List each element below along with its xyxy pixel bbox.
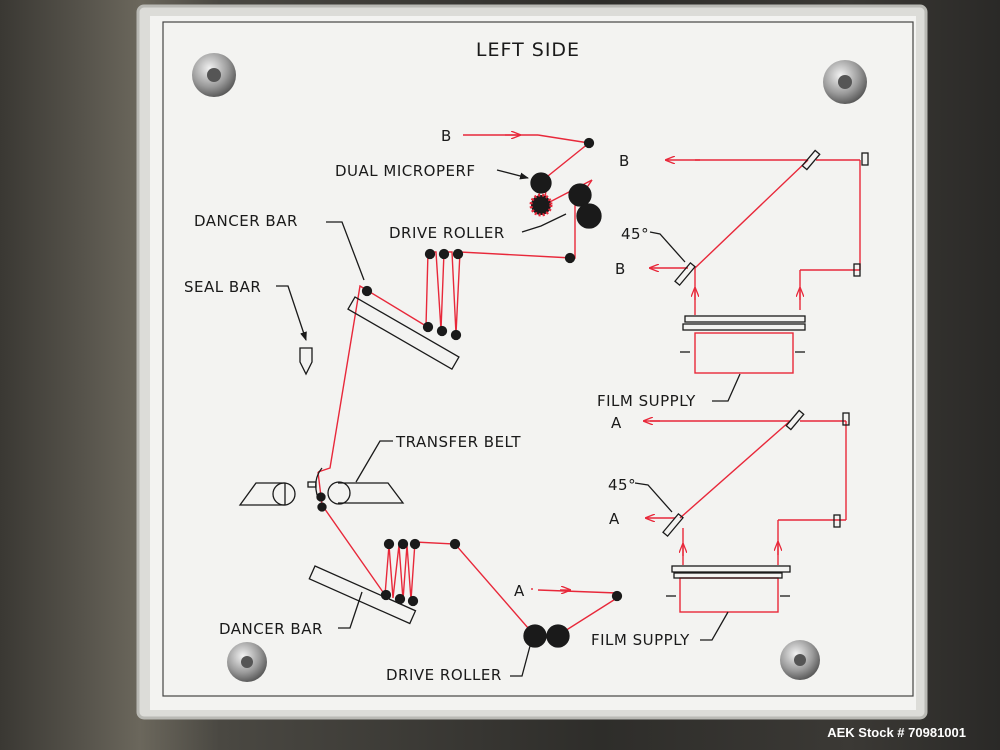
screw-top-left	[192, 53, 236, 97]
label-dancer-bar-bottom: DANCER BAR	[219, 620, 323, 638]
label-a-bottom: A	[514, 582, 525, 600]
label-b-top: B	[441, 127, 452, 145]
label-a-right-top: A	[611, 414, 622, 432]
screw-top-right	[823, 60, 867, 104]
label-film-supply-top: FILM SUPPLY	[597, 392, 696, 410]
diagram-components	[238, 137, 869, 677]
film-path	[317, 135, 861, 637]
label-transfer-belt: TRANSFER BELT	[395, 433, 521, 451]
panel-plate	[150, 16, 916, 710]
label-seal-bar: SEAL BAR	[184, 278, 261, 296]
label-angle-bottom: 45°	[608, 476, 636, 494]
label-film-supply-bottom: FILM SUPPLY	[591, 631, 690, 649]
label-b-right-top: B	[619, 152, 630, 170]
screw-bottom-left	[227, 642, 267, 682]
panel-title: LEFT SIDE	[476, 39, 580, 61]
stock-watermark: AEK Stock # 70981001	[827, 725, 966, 740]
label-drive-roller-bottom: DRIVE ROLLER	[386, 666, 502, 684]
label-dual-microperf: DUAL MICROPERF	[335, 162, 476, 180]
label-angle-top: 45°	[621, 225, 649, 243]
screw-bottom-right	[780, 640, 820, 680]
label-a-right-mid: A	[609, 510, 620, 528]
label-dancer-bar-top: DANCER BAR	[194, 212, 298, 230]
panel-border	[162, 21, 914, 697]
label-b-right-mid: B	[615, 260, 626, 278]
label-drive-roller-top: DRIVE ROLLER	[389, 224, 505, 242]
